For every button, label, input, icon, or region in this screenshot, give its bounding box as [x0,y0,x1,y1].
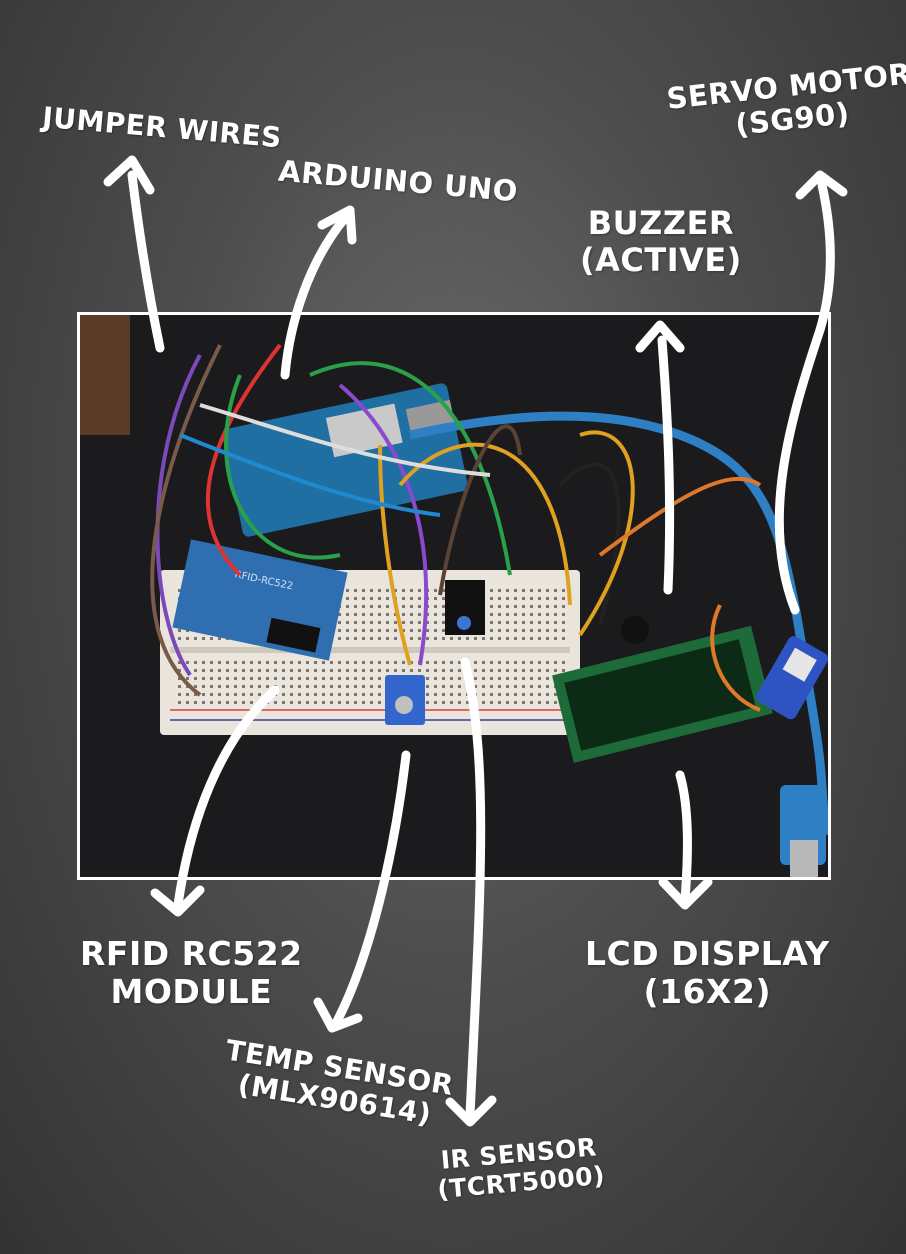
usb-cable [409,411,828,836]
rfid-module: RFID-RC522 [172,539,348,661]
ir-sensor-board [445,580,485,635]
label-rfid-line2: MODULE [110,971,273,1011]
arrow-buzzer [657,335,675,595]
arrow-servo-head [795,170,848,200]
label-buzzer-line2: (ACTIVE) [580,240,742,279]
arrow-ir [460,657,486,1120]
arrow-rfid-head [150,885,205,917]
arrow-jumper-wires [127,170,165,353]
hardware-illustration: RFID-RC522 [80,315,828,877]
label-lcd-line1: LCD DISPLAY [585,934,830,973]
label-buzzer: BUZZER (ACTIVE) [580,205,742,279]
arrow-buzzer-head [635,320,685,353]
arrow-rfid [173,685,280,910]
arrow-arduino [280,213,350,380]
hardware-photo: RFID-RC522 [77,312,831,880]
buzzer-part [621,616,649,644]
table-edge [80,315,130,435]
arduino-board [222,383,468,537]
servo-motor-part [756,636,828,720]
arrow-servo [774,180,835,615]
usb-plug [790,840,818,877]
temp-sensor-board [385,675,425,725]
label-rfid-line1: RFID RC522 [80,934,303,973]
arrow-ir-head [445,1095,497,1127]
label-buzzer-line1: BUZZER [587,204,735,242]
label-lcd: LCD DISPLAY (16X2) [585,935,830,1011]
jumper-wires-group [150,343,762,712]
arrow-jumper-wires-head [103,155,155,195]
arrow-lcd [675,770,692,905]
lcd-module [552,625,773,763]
arrow-lcd-head [658,877,713,910]
arrow-temp [330,750,411,1030]
arrow-arduino-head [317,205,357,245]
arrow-temp-head [313,997,363,1033]
label-lcd-line2: (16X2) [643,971,772,1011]
label-rfid: RFID RC522 MODULE [80,935,303,1011]
